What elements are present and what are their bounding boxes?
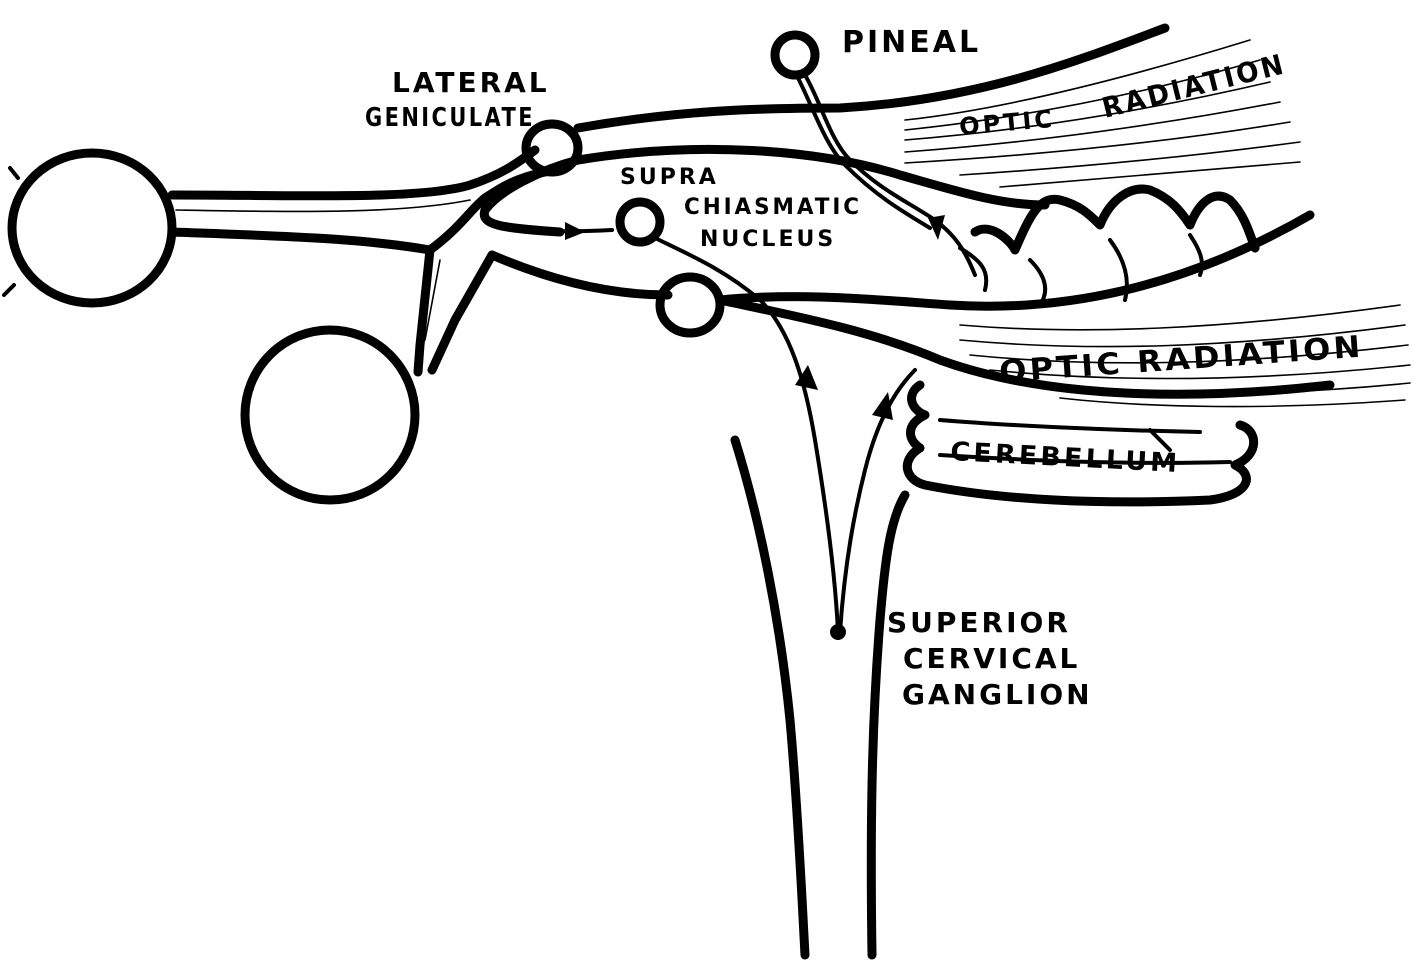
label-lateral-geniculate-1: LATERAL [392,66,550,99]
eye-lower [245,330,415,500]
suprachiasmatic-nucleus [500,202,660,242]
spinal-cord [735,440,905,955]
eyes [4,153,415,500]
label-ganglion-2: CERVICAL [903,642,1080,675]
label-ganglion-3: GANGLION [902,678,1093,711]
superior-cervical-ganglion-dot [830,624,846,640]
label-supra-1: SUPRA [620,165,719,190]
lateral-geniculate-lower [660,277,720,333]
labels: PINEAL LATERAL GENICULATE SUPRA CHIASMAT… [365,25,1365,711]
label-cerebellum: CEREBELLUM [950,437,1181,479]
arrow-head-icon [872,392,893,420]
label-pineal: PINEAL [842,25,981,60]
label-supra-2: CHIASMATIC [684,195,862,220]
eye-upper [12,153,172,303]
label-optic-radiation-lower: OPTIC RADIATION [998,330,1365,390]
label-ganglion-1: SUPERIOR [887,606,1071,639]
label-optic-radiation-upper-2: RADIATION [1099,47,1289,125]
arrow-head-icon [565,222,585,240]
label-supra-3: NUCLEUS [700,227,836,252]
optic-tracts [172,150,668,372]
label-lateral-geniculate-2: GENICULATE [365,103,535,133]
